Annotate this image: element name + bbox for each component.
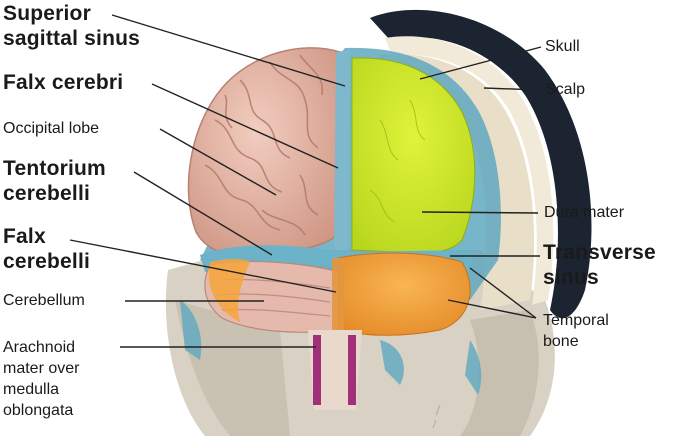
falx-cerebelli-strip bbox=[332, 258, 344, 332]
label-skull: Skull bbox=[545, 38, 580, 55]
leader-superior-sagittal-sinus bbox=[111, 14, 346, 87]
falx-cerebri-strip bbox=[334, 50, 350, 250]
leader-lines bbox=[69, 14, 542, 348]
leader-falx-cerebri bbox=[151, 83, 339, 169]
faint-marks bbox=[432, 404, 441, 429]
label-superior-sagittal-sinus: Superior sagittal sinus bbox=[3, 2, 141, 51]
label-cerebellum: Cerebellum bbox=[3, 292, 85, 309]
medulla-left-strip bbox=[313, 335, 321, 405]
leader-dura-mater bbox=[421, 211, 539, 214]
leader-temporal-bone-a bbox=[469, 267, 537, 319]
leader-falx-cerebelli bbox=[69, 239, 337, 293]
dura-vessels bbox=[369, 99, 426, 223]
label-dura-mater: Dura mater bbox=[544, 204, 625, 221]
cerebellum-orange-rim bbox=[208, 259, 250, 322]
neck-shadow-right bbox=[460, 310, 539, 436]
label-scalp: Scalp bbox=[545, 81, 586, 98]
label-falx-cerebri: Falx cerebri bbox=[3, 71, 124, 94]
base-blue-patches bbox=[180, 300, 482, 395]
label-temporal-bone: Temporal bone bbox=[543, 312, 609, 350]
left-cerebral-hemisphere bbox=[187, 47, 341, 258]
leader-temporal-bone-b bbox=[447, 299, 537, 319]
label-falx-cerebelli: Falx cerebelli bbox=[3, 225, 91, 274]
gyri-texture bbox=[204, 54, 324, 236]
leader-skull bbox=[419, 46, 542, 80]
neck-shadow-left bbox=[175, 300, 290, 436]
medulla-right-strip bbox=[348, 335, 356, 405]
label-transverse-sinus: Transverse sinus bbox=[543, 241, 656, 290]
label-occipital-lobe: Occipital lobe bbox=[3, 120, 100, 137]
label-tentorium-cerebelli: Tentorium cerebelli bbox=[3, 157, 106, 206]
leader-occipital-lobe bbox=[159, 128, 277, 196]
leader-tentorium-cerebelli bbox=[133, 171, 273, 256]
transverse-sinus-highlight bbox=[337, 252, 471, 336]
scalp-band bbox=[385, 36, 554, 306]
leader-scalp bbox=[483, 87, 541, 91]
hair bbox=[370, 9, 592, 319]
label-arachnoid-mater: Arachnoid mater over medulla oblongata bbox=[3, 339, 80, 419]
